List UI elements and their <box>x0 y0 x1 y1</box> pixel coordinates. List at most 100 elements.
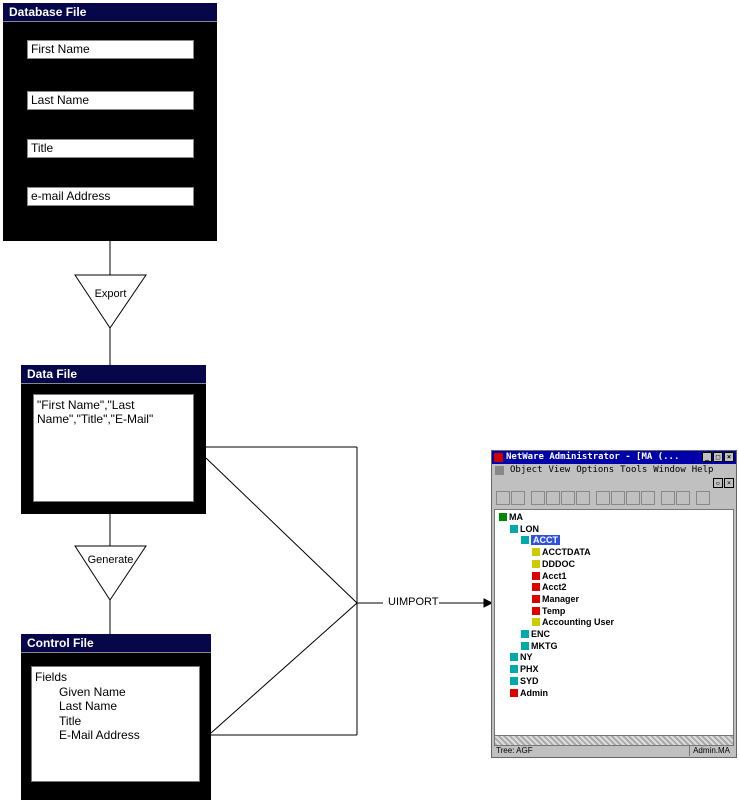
tree-item[interactable]: Acct1 <box>532 571 567 582</box>
child-restore-button[interactable]: ▫ <box>713 478 723 488</box>
window-icon[interactable] <box>696 491 710 505</box>
user-icon <box>532 594 540 603</box>
toolbar <box>496 491 732 507</box>
tree-item-label: Acct2 <box>542 582 567 593</box>
ou-icon <box>510 524 518 533</box>
ou-icon <box>510 676 518 685</box>
tree-item-label: NY <box>520 652 533 663</box>
tree-item[interactable]: ACCT <box>521 535 560 546</box>
export-label: Export <box>94 288 127 300</box>
tree-item-label: Accounting User <box>542 617 615 628</box>
data-file-box: Data File "First Name","Last Name","Titl… <box>21 365 206 514</box>
tree-item[interactable]: MKTG <box>521 641 558 652</box>
title-field: Title <box>27 139 194 158</box>
tree-item[interactable]: Accounting User <box>532 617 614 628</box>
field-item: E-Mail Address <box>59 728 140 742</box>
child-close-button[interactable]: × <box>724 478 734 488</box>
field-item: Title <box>59 713 82 728</box>
tree-item-label: SYD <box>520 675 539 686</box>
menu-view[interactable]: View <box>548 465 571 475</box>
volume-icon <box>532 548 540 557</box>
tree-item-label: Temp <box>542 605 566 616</box>
tree-item-label: ACCT <box>531 535 560 546</box>
tree-item-label: MKTG <box>531 640 558 651</box>
field-item: Last Name <box>59 699 118 713</box>
tree-icon <box>499 513 507 521</box>
user-icon[interactable] <box>546 491 560 505</box>
search-icon[interactable] <box>641 491 655 505</box>
status-context: Admin.MA <box>689 745 730 756</box>
tree-item[interactable]: SYD <box>510 676 539 687</box>
ou-icon <box>510 665 518 674</box>
tree-item[interactable]: MA <box>499 512 523 523</box>
ou-icon <box>521 630 529 638</box>
database-file-title: Database File <box>3 3 217 22</box>
tree-item-label: ENC <box>531 629 551 639</box>
tree-item-label: ACCTDATA <box>542 547 591 558</box>
tree-item[interactable]: NY <box>510 652 533 663</box>
tree-item-label: Admin <box>520 687 548 698</box>
globe-icon[interactable] <box>531 491 545 505</box>
user-icon <box>510 688 518 697</box>
doc-icon <box>495 466 504 475</box>
ou-icon <box>521 641 529 650</box>
tree-item[interactable]: ACCTDATA <box>532 547 591 558</box>
collapse-icon[interactable] <box>676 491 690 505</box>
group-icon[interactable] <box>561 491 575 505</box>
status-bar: Tree: AGF Admin.MA <box>494 745 734 756</box>
user-icon <box>532 571 540 580</box>
minimize-button[interactable]: _ <box>702 452 712 462</box>
details-icon[interactable] <box>611 491 625 505</box>
tree-item[interactable]: DDDOC <box>532 559 575 570</box>
tree-item[interactable]: Admin <box>510 688 548 699</box>
menu-window[interactable]: Window <box>653 465 686 475</box>
rights-icon[interactable] <box>626 491 640 505</box>
ou-icon <box>510 653 518 662</box>
tree-item-label: Manager <box>542 593 580 604</box>
last-name-field: Last Name <box>27 91 194 110</box>
menu-object[interactable]: Object <box>510 465 543 475</box>
fields-heading: Fields <box>35 670 68 684</box>
control-file-title: Control File <box>21 634 211 653</box>
template-icon <box>532 618 540 627</box>
app-icon <box>494 453 503 462</box>
tree-item[interactable]: PHX <box>510 664 539 675</box>
tree-item-label: MA <box>509 512 523 522</box>
expand-icon[interactable] <box>661 491 675 505</box>
netware-administrator-window: NetWare Administrator - [MA (... _ □ × O… <box>491 450 737 758</box>
window-title: NetWare Administrator - [MA (... <box>506 452 680 462</box>
close-button[interactable]: × <box>724 452 734 462</box>
tree-item-label: DDDOC <box>542 558 575 569</box>
list-icon[interactable] <box>596 491 610 505</box>
first-name-field: First Name <box>27 40 194 59</box>
tree-item[interactable]: LON <box>510 524 539 535</box>
data-file-content: "First Name","Last Name","Title","E-Mail… <box>33 394 194 502</box>
tree-item[interactable]: Manager <box>532 594 579 605</box>
status-tree: Tree: AGF <box>496 746 533 755</box>
tree-item[interactable]: ENC <box>521 629 550 640</box>
print-icon[interactable] <box>511 491 525 505</box>
field-item: Given Name <box>59 684 126 699</box>
user-icon <box>532 606 540 615</box>
add-user-icon[interactable] <box>576 491 590 505</box>
menu-tools[interactable]: Tools <box>620 465 648 475</box>
maximize-button[interactable]: □ <box>713 452 723 462</box>
tree-item-label: PHX <box>520 664 539 675</box>
tree-item[interactable]: Acct2 <box>532 582 567 593</box>
tree-item[interactable]: Temp <box>532 606 565 617</box>
menu-bar: Object View Options Tools Window Help <box>492 464 736 477</box>
window-title-bar: NetWare Administrator - [MA (... _ □ × <box>492 451 736 464</box>
ou-icon <box>521 536 529 545</box>
exit-icon[interactable] <box>496 491 510 505</box>
control-file-box: Control File Fields Given Name Last Name… <box>21 634 211 800</box>
menu-help[interactable]: Help <box>691 465 714 475</box>
tree-item-label: LON <box>520 523 539 534</box>
menu-options[interactable]: Options <box>576 465 615 475</box>
volume-icon <box>532 559 540 568</box>
email-field: e-mail Address <box>27 187 194 206</box>
control-file-content: Fields Given Name Last Name Title E-Mail… <box>31 666 200 782</box>
tree-item-label: Acct1 <box>542 570 567 581</box>
horizontal-scrollbar[interactable] <box>494 735 734 746</box>
